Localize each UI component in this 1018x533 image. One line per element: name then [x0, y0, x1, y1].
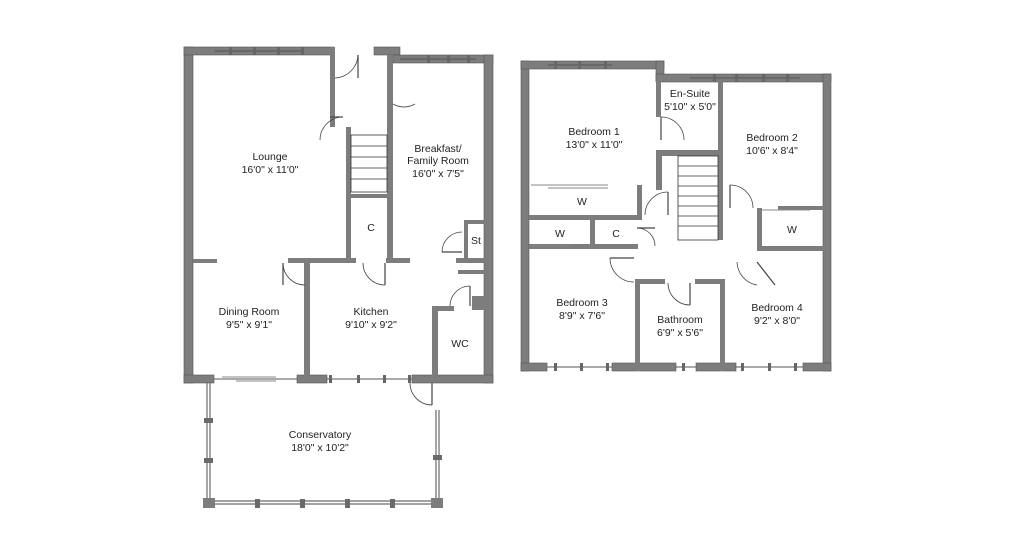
gf-hall-wall-left — [330, 47, 335, 127]
ff-wall-left — [520, 60, 530, 372]
bedroom-4-size: 9'2" x 8'0" — [754, 315, 800, 327]
gf-cupboard-label: C — [367, 222, 375, 234]
ff-window-marks — [554, 61, 797, 371]
bathroom-label: Bathroom — [657, 314, 703, 326]
conservatory-size: 18'0" x 10'2" — [291, 442, 349, 454]
ff-bed3-right — [635, 283, 640, 371]
gf-wall-top-stub — [373, 46, 401, 56]
ff-wall-bottom-3 — [695, 362, 737, 372]
en-suite-label: En-Suite — [670, 88, 710, 100]
ff-bed2-wardrobe-top — [778, 206, 825, 210]
bedroom-2-label: Bedroom 2 — [746, 132, 798, 144]
gf-wc-stub — [472, 296, 486, 310]
first-floor-plan: En-Suite 5'10" x 5'0" Bedroom 1 13'0" x … — [520, 60, 832, 372]
ff-bath-top-right — [695, 279, 725, 284]
wc-label: WC — [451, 338, 469, 350]
kitchen-label: Kitchen — [353, 306, 388, 318]
ff-bed1-right — [656, 150, 662, 190]
gf-cupboard-top — [346, 194, 393, 198]
conservatory-label: Conservatory — [289, 429, 352, 441]
gf-stairs — [350, 134, 388, 193]
ff-bath-right — [720, 279, 725, 371]
gf-wall-left — [183, 46, 194, 384]
ff-wardrobe-1-label: W — [577, 196, 587, 208]
ff-ensuite-right — [718, 81, 723, 156]
ff-doors — [609, 116, 776, 306]
gf-division-mid — [288, 258, 356, 263]
dining-room-label: Dining Room — [219, 306, 280, 318]
gf-wall-right — [483, 54, 494, 384]
ff-cupboard-bottom — [590, 244, 638, 249]
bathroom-size: 6'9" x 5'6" — [657, 327, 703, 339]
ff-wall-bottom-2 — [611, 362, 677, 372]
gf-wall-bottom-left — [183, 374, 215, 384]
bedroom-1-size: 13'0" x 11'0" — [566, 139, 623, 151]
ff-wardrobe-2-label: W — [555, 228, 565, 240]
conservatory-frame — [203, 383, 443, 508]
ff-ensuite-bottom — [656, 150, 723, 156]
lounge-label: Lounge — [252, 151, 287, 163]
gf-lobby-wall — [458, 270, 486, 274]
gf-wall-bottom-right — [411, 374, 494, 384]
ff-wardrobe1-right — [637, 185, 642, 220]
gf-store-label: St — [471, 235, 481, 247]
ff-bed2-bottom — [757, 246, 825, 251]
gf-store-box-top — [464, 220, 486, 224]
gf-window-marks — [229, 47, 470, 383]
gf-wall-bottom-mid — [296, 374, 328, 384]
ff-stair-wall-right — [718, 156, 723, 240]
ff-wall-bottom-4 — [802, 362, 832, 372]
en-suite-size: 5'10" x 5'0" — [664, 101, 716, 113]
bedroom-3-label: Bedroom 3 — [556, 297, 608, 309]
ff-bath-top-left — [635, 279, 665, 284]
breakfast-size: 16'0" x 7'5" — [412, 168, 464, 180]
gf-division-far — [456, 258, 486, 263]
gf-wc-wall-top — [432, 306, 454, 311]
bedroom-3-size: 8'9" x 7'6" — [559, 310, 605, 322]
ff-wall-bottom-1 — [520, 362, 548, 372]
ff-wall-right — [822, 73, 832, 372]
kitchen-size: 9'10" x 9'2" — [345, 319, 397, 331]
family-room-label: Family Room — [407, 155, 469, 167]
bedroom-1-label: Bedroom 1 — [568, 126, 620, 138]
lounge-size: 16'0" x 11'0" — [242, 164, 299, 176]
ground-floor-plan: Lounge 16'0" x 11'0" Breakfast/ Family R… — [183, 46, 494, 508]
breakfast-label: Breakfast/ — [414, 143, 461, 155]
gf-dining-kitchen-wall — [304, 259, 310, 376]
ff-wardrobe-3-label: W — [787, 224, 797, 236]
gf-hall-wall-right — [387, 55, 393, 260]
bedroom-2-size: 10'6" x 8'4" — [746, 145, 798, 157]
gf-division-left — [193, 259, 217, 263]
ff-cupboard-box — [590, 220, 595, 249]
bedroom-4-label: Bedroom 4 — [751, 302, 803, 314]
gf-store-wall — [346, 127, 351, 260]
ff-cupboard-label: C — [612, 228, 620, 240]
ff-bed1-bottom — [529, 215, 642, 220]
gf-wc-wall-left — [432, 307, 438, 376]
gf-store-box-left — [464, 220, 468, 258]
dining-room-size: 9'5" x 9'1" — [226, 319, 272, 331]
gf-doors — [282, 54, 471, 406]
ff-stairs — [677, 155, 719, 241]
gf-division-right — [386, 258, 410, 263]
ff-ensuite-left — [656, 81, 661, 117]
ff-wardrobe3-left — [757, 208, 762, 251]
